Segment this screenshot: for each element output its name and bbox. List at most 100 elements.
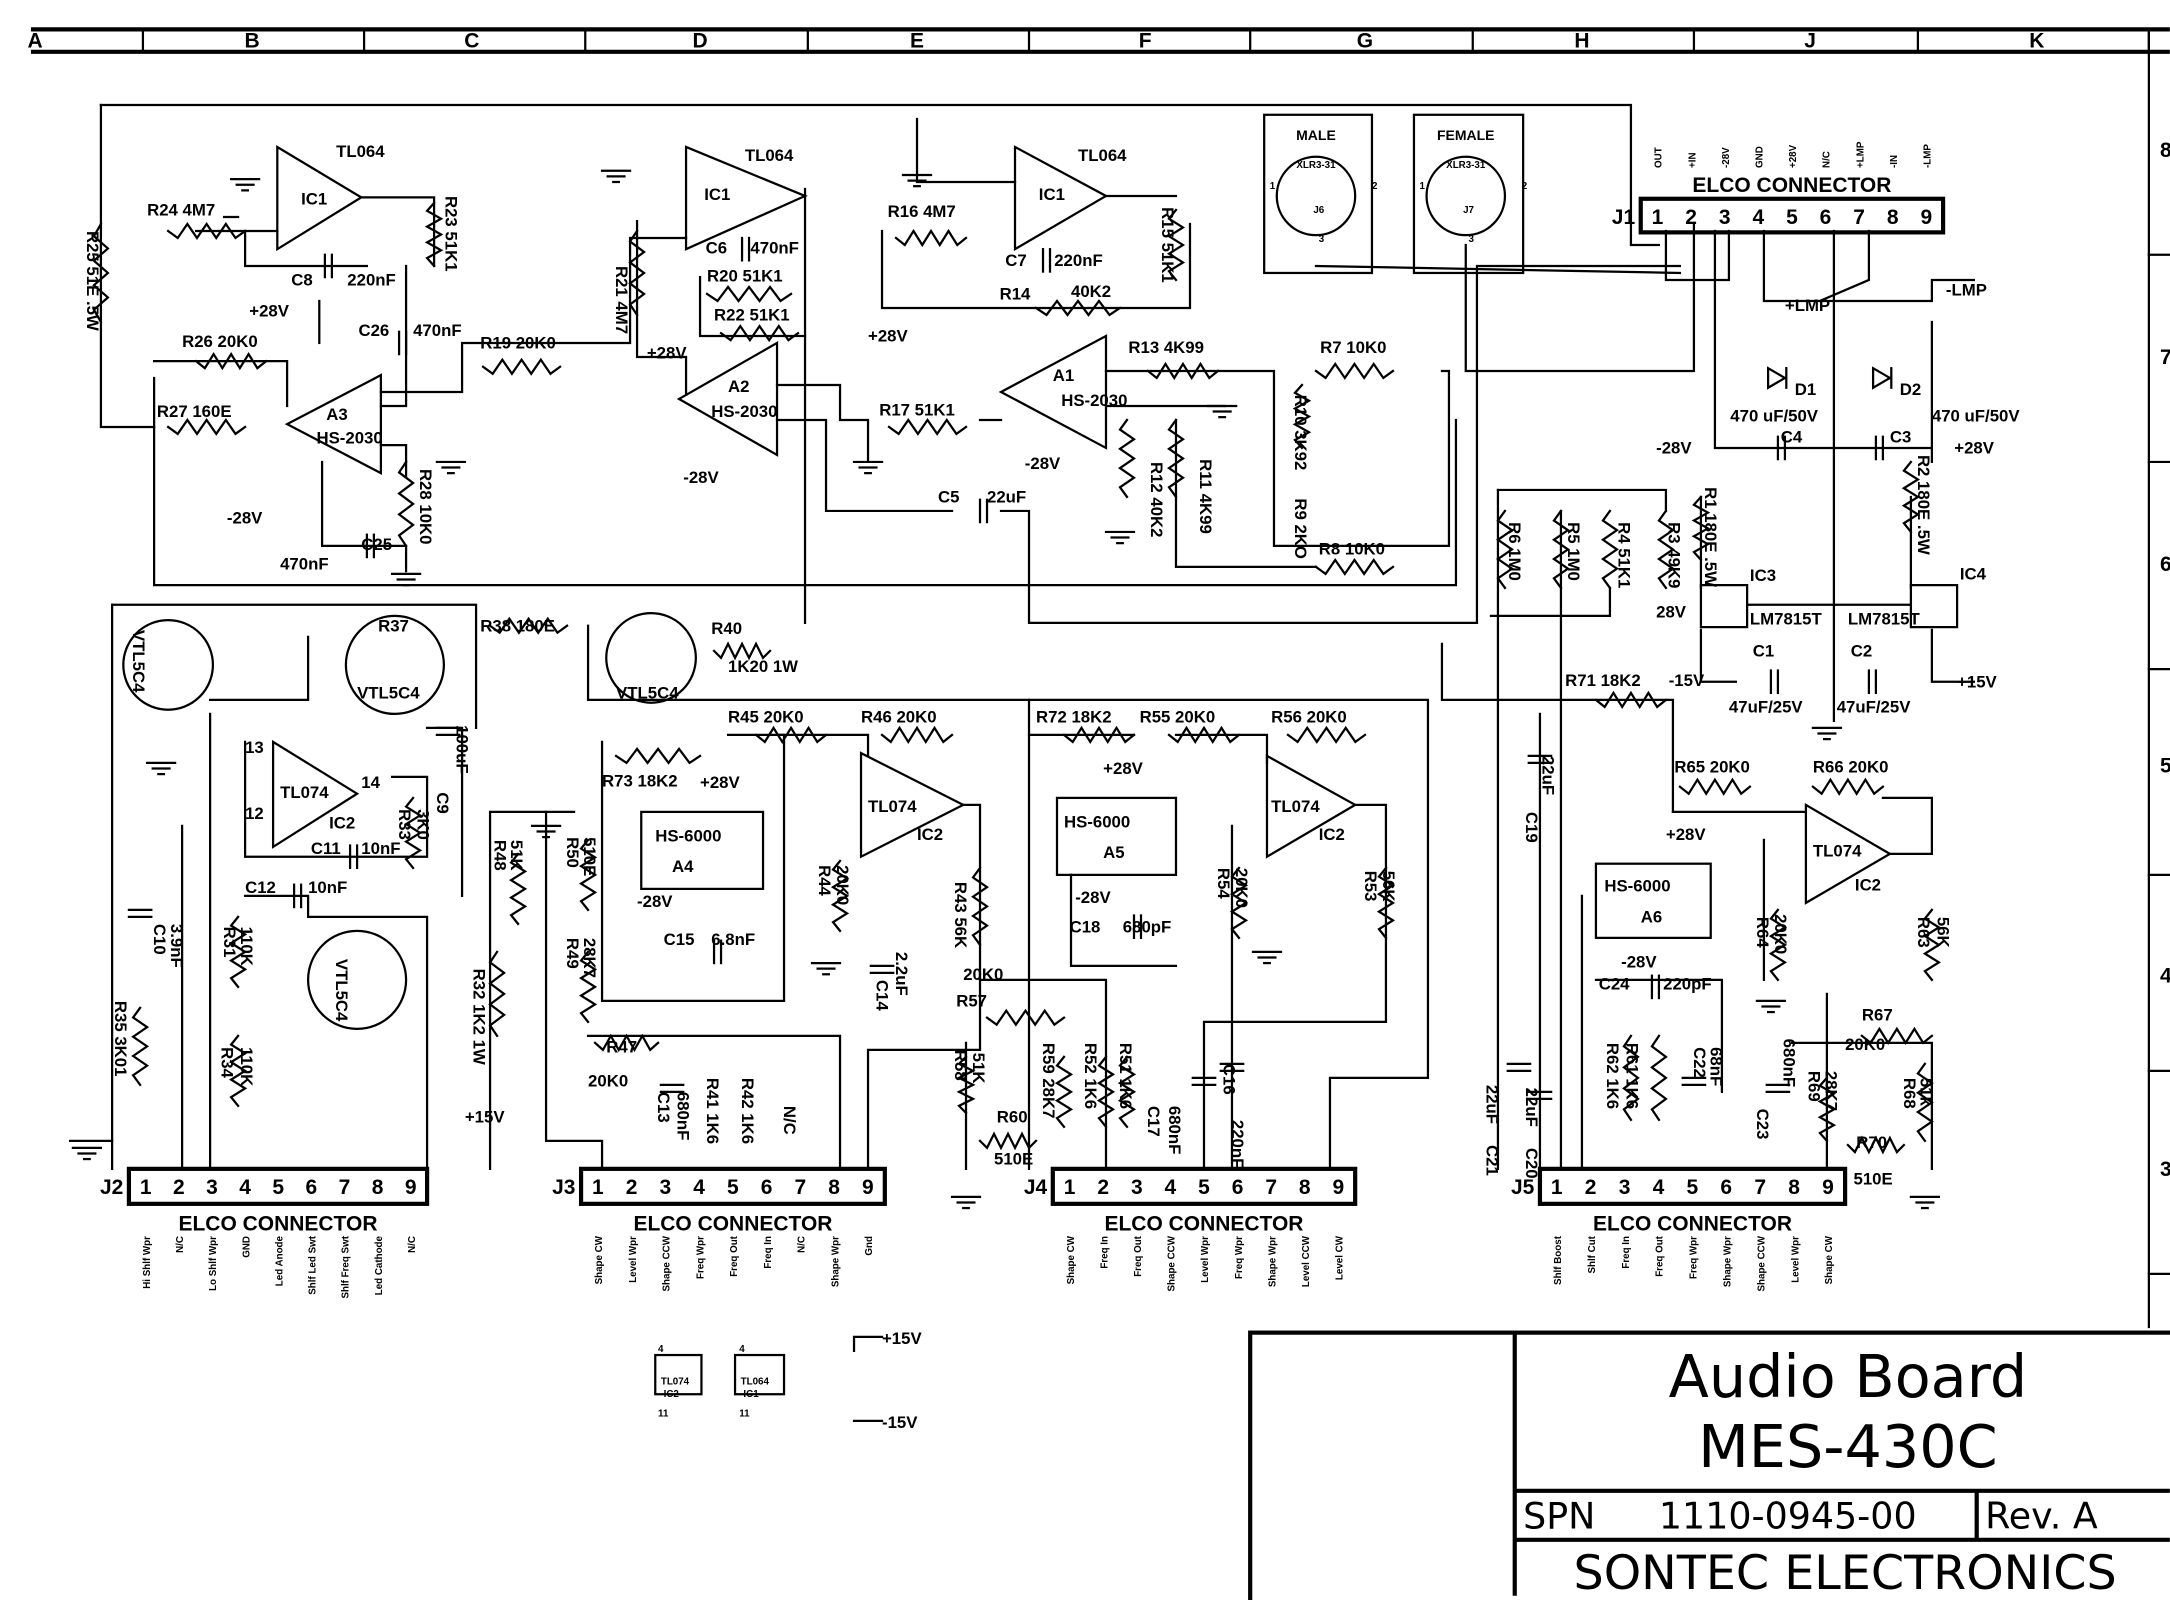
resistor-symbol: [166, 417, 247, 436]
component-label: R33: [395, 809, 414, 840]
connector-pin: 6: [306, 1176, 318, 1199]
component-label: TL064: [1078, 146, 1127, 165]
component-label: R16 4M7: [888, 202, 956, 221]
component-label: R49: [563, 938, 582, 969]
ic-package-tl064: [733, 1353, 786, 1396]
component-label: R67: [1862, 1005, 1893, 1024]
component-label: R47: [606, 1038, 637, 1057]
component-label: C6: [706, 238, 727, 257]
connector-pin: 1: [1652, 206, 1664, 229]
component-label: R9 2KO: [1291, 498, 1310, 559]
connector-pin: 5: [727, 1176, 739, 1199]
component-label: R63: [1914, 917, 1933, 948]
connector-pin-label: Gnd: [864, 1236, 875, 1256]
resistor-symbol: [1146, 361, 1220, 381]
wire: [586, 624, 1430, 1170]
component-label: C3: [1890, 427, 1911, 446]
component-label: C23: [1753, 1109, 1772, 1140]
connector-pin: 9: [1822, 1176, 1834, 1199]
connector-pin-label: Shape Wpr: [830, 1236, 841, 1287]
connector-pin: 2: [1685, 206, 1697, 229]
diode-symbol: [1766, 366, 1788, 390]
resistor-symbol: [1292, 383, 1312, 450]
component-label: R20 51K1: [707, 266, 783, 285]
component-label: 28V: [1656, 602, 1687, 621]
wire: [999, 264, 1682, 625]
component-label: C20: [1522, 1148, 1541, 1179]
connector-pin: 4: [693, 1176, 705, 1199]
resistor-symbol: [1096, 1055, 1116, 1129]
component-label: 100uF: [452, 725, 471, 774]
component-label: IC2: [329, 814, 355, 833]
component-label: 28K7: [580, 938, 599, 978]
connector-pin-label: Shape CW: [594, 1235, 605, 1284]
wire: [978, 978, 1108, 1170]
resistor-symbol: [719, 324, 800, 343]
wire: [1202, 803, 1388, 1170]
connector-name: ELCO CONNECTOR: [633, 1212, 832, 1235]
component-label: -28V: [683, 468, 719, 487]
wire: [152, 360, 289, 408]
component-label: 4: [739, 1344, 745, 1355]
component-label: +28V: [249, 301, 289, 320]
component-label: IC4: [1960, 565, 1987, 584]
grid-column-label: C: [464, 30, 479, 53]
title-block-frame: [1248, 1330, 2170, 1600]
resistor-symbol: [956, 1055, 976, 1115]
component-label: R68: [1900, 1078, 1919, 1109]
component-label: IC1: [704, 185, 730, 204]
component-label: C14: [872, 980, 891, 1011]
resistor-symbol: [1314, 557, 1395, 576]
component-label: R73 18K2: [602, 772, 678, 791]
wire: [243, 740, 429, 858]
component-label: IC2: [664, 1389, 680, 1400]
connector-pin: 4: [1752, 206, 1764, 229]
component-label: +28V: [700, 773, 740, 792]
component-label: R59 28K7: [1039, 1043, 1058, 1119]
resistor-symbol: [1622, 1034, 1640, 1122]
component-label: C2: [1851, 642, 1872, 661]
component-label: 12: [245, 804, 264, 823]
component-label: TL074: [868, 797, 917, 816]
component-label: 56K: [1379, 871, 1398, 902]
wire: [544, 810, 604, 1170]
component-label: 220nF: [1228, 1120, 1247, 1169]
component-label: R6 1M0: [1505, 522, 1524, 581]
component-label: 470nF: [413, 321, 462, 340]
connector-pin: 8: [1788, 1176, 1800, 1199]
component-label: C16: [1220, 1064, 1239, 1095]
optocoupler-symbol: [605, 612, 697, 704]
wire: [775, 418, 954, 513]
component-label: 20K0: [588, 1071, 628, 1090]
component-label: -LMP: [1946, 280, 1987, 299]
resistor-symbol: [754, 725, 828, 745]
grid-row-label: 5: [2160, 755, 2170, 778]
connector-pin-label: Freq In: [763, 1236, 774, 1269]
connector-pin: 2: [1585, 1176, 1597, 1199]
component-label: A6: [1641, 907, 1662, 926]
component-label: R26 20K0: [182, 332, 258, 351]
connector-pin-label: Level CCW: [1301, 1235, 1312, 1287]
component-label: +28V: [1666, 825, 1706, 844]
component-label: 470nF: [280, 555, 329, 574]
component-label: R45 20K0: [728, 707, 804, 726]
wire: [1069, 873, 1178, 967]
connector-pin-label: Shape CW: [1824, 1235, 1835, 1284]
connector-pin: 5: [1198, 1176, 1210, 1199]
component-label: R5 1M0: [1564, 522, 1583, 581]
xlr-pin: 3: [1469, 234, 1475, 245]
component-label: R28 10K0: [416, 469, 435, 545]
connector-ref: J1: [1612, 206, 1636, 229]
component-label: R38 180E: [480, 616, 555, 635]
component-label: R56 20K0: [1271, 707, 1347, 726]
connector-pin: 6: [1232, 1176, 1244, 1199]
connector-pin-label: Freq Out: [729, 1235, 740, 1276]
wire: [635, 220, 688, 396]
component-label: 47uF/25V: [1837, 698, 1911, 717]
grid-column-label: D: [692, 30, 707, 53]
component-label: +15V: [465, 1108, 505, 1127]
op-amp-symbol: [276, 145, 364, 252]
